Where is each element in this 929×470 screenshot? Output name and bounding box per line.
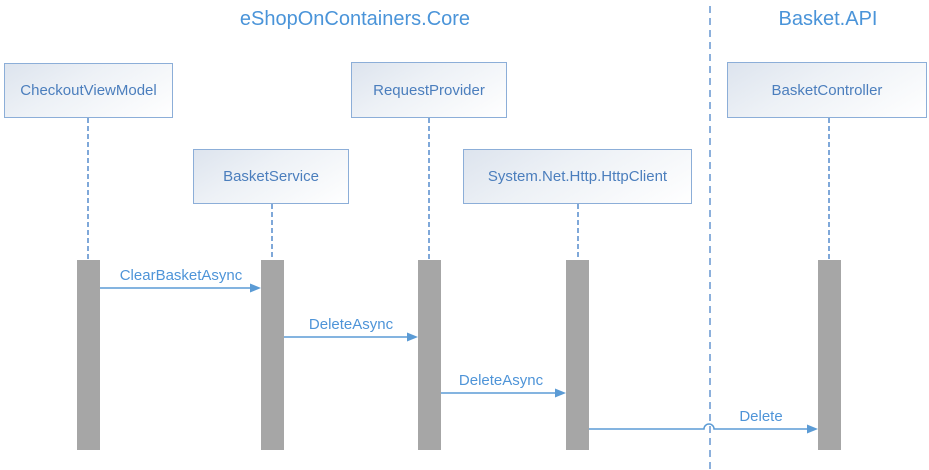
- lifeline-head-httpclient: System.Net.Http.HttpClient: [463, 149, 692, 204]
- arrowhead-deleteasync-1: [407, 332, 418, 342]
- arrowhead-delete: [807, 424, 818, 434]
- arrowhead-clearbasketasync: [250, 283, 261, 293]
- frame-title-eshoponcontainers-core: eShopOnContainers.Core: [239, 8, 471, 30]
- activation-bar-requestprovider: [418, 260, 441, 450]
- lifeline-head-requestprovider: RequestProvider: [351, 62, 507, 118]
- message-label-deleteasync-1: DeleteAsync: [308, 316, 394, 333]
- activation-bar-httpclient: [566, 260, 589, 450]
- lifeline-head-basketservice: BasketService: [193, 149, 349, 204]
- message-label-clearbasketasync: ClearBasketAsync: [119, 267, 243, 284]
- message-arrow-delete: [589, 423, 809, 430]
- message-label-delete: Delete: [739, 408, 783, 425]
- activation-bar-checkoutviewmodel: [77, 260, 100, 450]
- activation-bar-basketcontroller: [818, 260, 841, 450]
- lifeline-head-checkoutviewmodel: CheckoutViewModel: [4, 63, 173, 118]
- lifeline-head-basketcontroller: BasketController: [727, 62, 927, 118]
- frame-title-basket-api: Basket.API: [778, 8, 878, 30]
- activation-bar-basketservice: [261, 260, 284, 450]
- arrowhead-deleteasync-2: [555, 388, 566, 398]
- message-label-deleteasync-2: DeleteAsync: [458, 372, 544, 389]
